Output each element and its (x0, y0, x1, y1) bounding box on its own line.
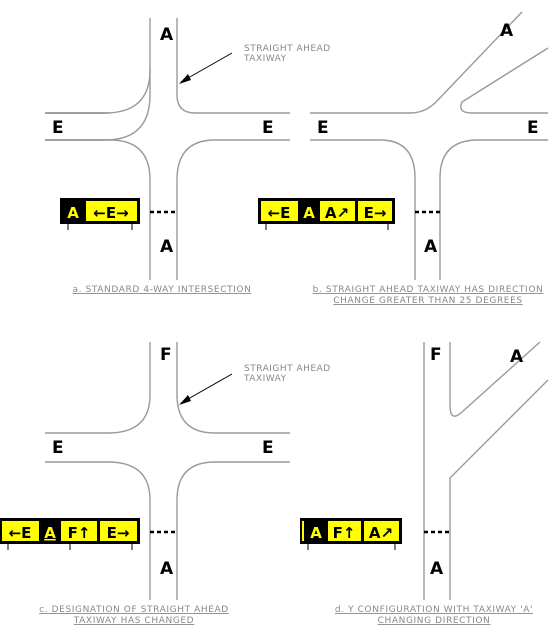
taxiway-edge (45, 139, 151, 280)
taxiway-edge (176, 139, 290, 280)
taxiway-edge (439, 139, 548, 280)
taxiway-edge (176, 342, 290, 434)
caption-d-line-1: d. Y CONFIGURATION WITH TAXIWAY 'A' (335, 605, 533, 615)
taxiway-edge (449, 341, 541, 417)
panel-b: A E E A ←E A A↗ E→ b. STRAIGHT AHEAD TAX… (258, 11, 549, 306)
label-a-right: E (262, 118, 274, 138)
taxiway-edge (45, 69, 151, 114)
label-c-left: E (52, 438, 64, 458)
sign-location-a: A (67, 204, 79, 222)
label-b-right: E (527, 118, 539, 138)
label-d-top-right: A (510, 347, 524, 367)
label-b-bottom: A (424, 237, 438, 257)
caption-d-line-2: CHANGING DIRECTION (378, 616, 491, 626)
label-a-top: A (160, 25, 174, 45)
note-line-1: STRAIGHT AHEAD (244, 44, 331, 54)
taxiway-edge (460, 47, 549, 114)
sign-d: A F↑ A↗ (300, 518, 402, 550)
caption-a: a. STANDARD 4-WAY INTERSECTION (73, 285, 252, 295)
label-d-top-left: F (430, 345, 442, 365)
sign-location-a: A (310, 524, 322, 542)
sign-direction-e-left: ←E (9, 524, 32, 542)
sign-a: A ←E→ (60, 198, 140, 230)
note-line-2: TAXIWAY (243, 54, 287, 64)
note-arrowhead (179, 74, 191, 84)
label-a-bottom: A (160, 237, 174, 257)
sign-direction-a: A↗ (325, 204, 349, 222)
sign-location-a: A (303, 204, 315, 222)
label-b-top-right: A (500, 21, 514, 41)
label-a-left: E (52, 118, 64, 138)
note-line-1: STRAIGHT AHEAD (244, 364, 331, 374)
note-line-2: TAXIWAY (243, 374, 287, 384)
sign-direction-f: F↑ (333, 524, 356, 542)
taxiway-edge (45, 461, 151, 600)
sign-c: ←E A F↑ E→ (0, 518, 140, 550)
taxiway-edge (449, 379, 549, 600)
label-d-bottom: A (430, 559, 444, 579)
taxiway-edge (310, 139, 416, 280)
label-c-bottom: A (160, 559, 174, 579)
sign-location-a: A (44, 524, 56, 542)
label-c-right: E (262, 438, 274, 458)
sign-direction-f: F↑ (68, 524, 91, 542)
caption-b-line-2: CHANGE GREATER THAN 25 DEGREES (333, 296, 522, 306)
sign-b: ←E A A↗ E→ (258, 198, 395, 230)
sign-direction-e-right: E→ (107, 524, 130, 542)
caption-b-line-1: b. STRAIGHT AHEAD TAXIWAY HAS DIRECTION (313, 285, 544, 295)
caption-c-line-1: c. DESIGNATION OF STRAIGHT AHEAD (39, 605, 229, 615)
sign-direction-a: A↗ (369, 524, 393, 542)
sign-direction-e-right: E→ (364, 204, 387, 222)
note-arrowhead (179, 395, 191, 405)
label-b-left: E (317, 118, 329, 138)
panel-d: F A A A F↑ A↗ d. Y CONFIGURATION WITH TA… (300, 341, 549, 626)
taxiway-edge (310, 11, 523, 114)
panel-a: A E E A STRAIGHT AHEAD TAXIWAY A ←E→ a. … (45, 18, 331, 295)
taxiway-edge (45, 342, 151, 434)
taxiway-edge (176, 18, 290, 114)
panel-c: F E E A STRAIGHT AHEAD TAXIWAY ←E A F↑ E… (0, 342, 331, 626)
sign-direction-e-left: ←E (268, 204, 291, 222)
sign-direction-e: ←E→ (93, 204, 128, 222)
label-c-top: F (160, 345, 172, 365)
taxiway-edge (176, 461, 290, 600)
caption-c-line-2: TAXIWAY HAS CHANGED (73, 616, 194, 626)
